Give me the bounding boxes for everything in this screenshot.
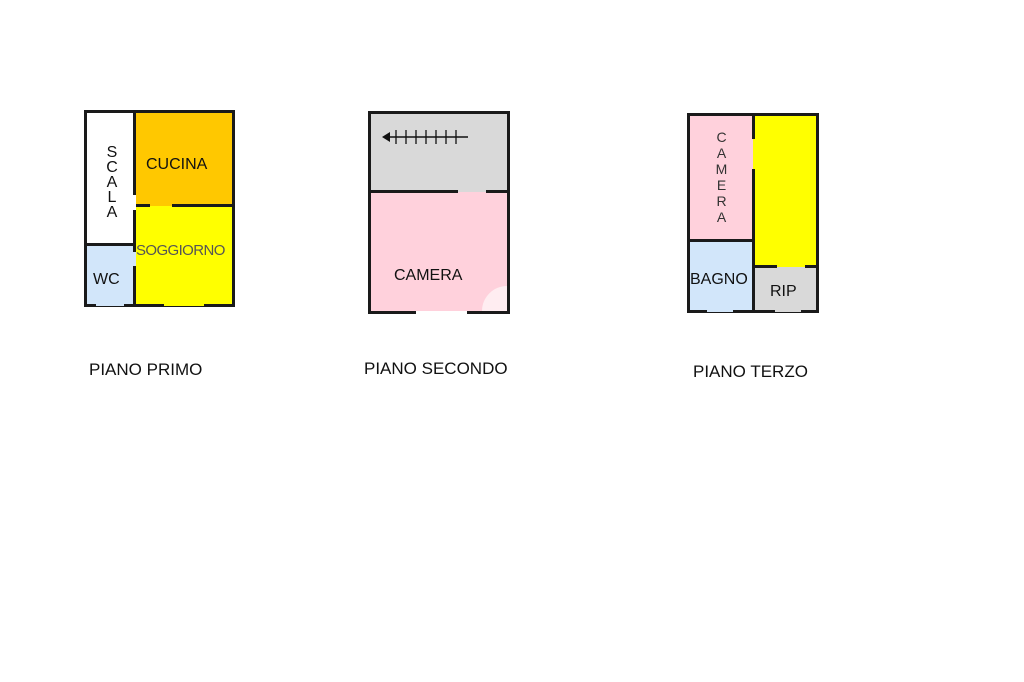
- wall-interior: [752, 113, 755, 139]
- wall-left: [84, 110, 87, 307]
- room-label-bagno: BAGNO: [690, 271, 748, 288]
- wall-interior: [755, 265, 777, 268]
- room-label-scala-text: SCALA: [103, 144, 121, 219]
- floor-caption-piano-primo: PIANO PRIMO: [89, 360, 203, 379]
- room-cucina: [136, 113, 232, 206]
- wall-interior: [486, 190, 510, 193]
- room-scala: [87, 113, 136, 244]
- room-wc: [87, 244, 136, 304]
- wall-top: [368, 111, 510, 114]
- doorway: [164, 304, 204, 306]
- door-swing-arc: [482, 286, 507, 311]
- wall-interior: [368, 190, 458, 193]
- wall-interior: [136, 204, 150, 207]
- floor-caption-piano-terzo: PIANO TERZO: [693, 362, 808, 381]
- stair-arrow-icon: [382, 130, 468, 144]
- wall-left: [368, 111, 371, 314]
- wall-interior: [687, 239, 755, 242]
- floor-plan-piano-secondo: CAMERA: [368, 111, 510, 314]
- wall-top: [84, 110, 235, 113]
- room-rip: [753, 267, 816, 310]
- floor-caption-piano-secondo: PIANO SECONDO: [364, 359, 508, 378]
- wall-right: [232, 110, 235, 307]
- wall-interior: [133, 210, 136, 252]
- room-soggiorno: [136, 206, 232, 304]
- doorway: [707, 310, 733, 312]
- room-camera: [371, 192, 507, 311]
- wall-bottom: [467, 311, 510, 314]
- room-label-soggiorno: SOGGIORNO: [136, 242, 225, 259]
- wall-left: [687, 113, 690, 313]
- doorway: [775, 310, 801, 312]
- wall-interior: [172, 204, 235, 207]
- room-label-cucina: CUCINA: [146, 156, 208, 173]
- room-label-scala: SCALA: [87, 144, 136, 219]
- room-camera: [690, 116, 753, 241]
- wall-right: [816, 113, 819, 313]
- wall-interior: [133, 110, 136, 195]
- wall-interior: [805, 265, 819, 268]
- wall-bottom: [84, 304, 235, 307]
- room-stair-landing: [371, 114, 507, 192]
- room-bagno: [690, 241, 753, 310]
- wall-interior: [133, 266, 136, 307]
- floor-plan-piano-terzo: CAMERA BAGNO RIP: [687, 113, 819, 313]
- room-label-camera-text: CAMERA: [713, 129, 730, 225]
- floor-plan-piano-primo: SCALA CUCINA SOGGIORNO WC: [84, 110, 235, 307]
- wall-right: [507, 111, 510, 314]
- room-yellow: [753, 116, 816, 267]
- room-label-rip: RIP: [770, 283, 797, 300]
- doorway: [96, 304, 124, 306]
- wall-interior: [84, 243, 136, 246]
- wall-bottom: [368, 311, 416, 314]
- room-label-camera: CAMERA: [690, 129, 753, 225]
- room-label-camera: CAMERA: [394, 267, 463, 284]
- room-label-wc: WC: [93, 271, 120, 288]
